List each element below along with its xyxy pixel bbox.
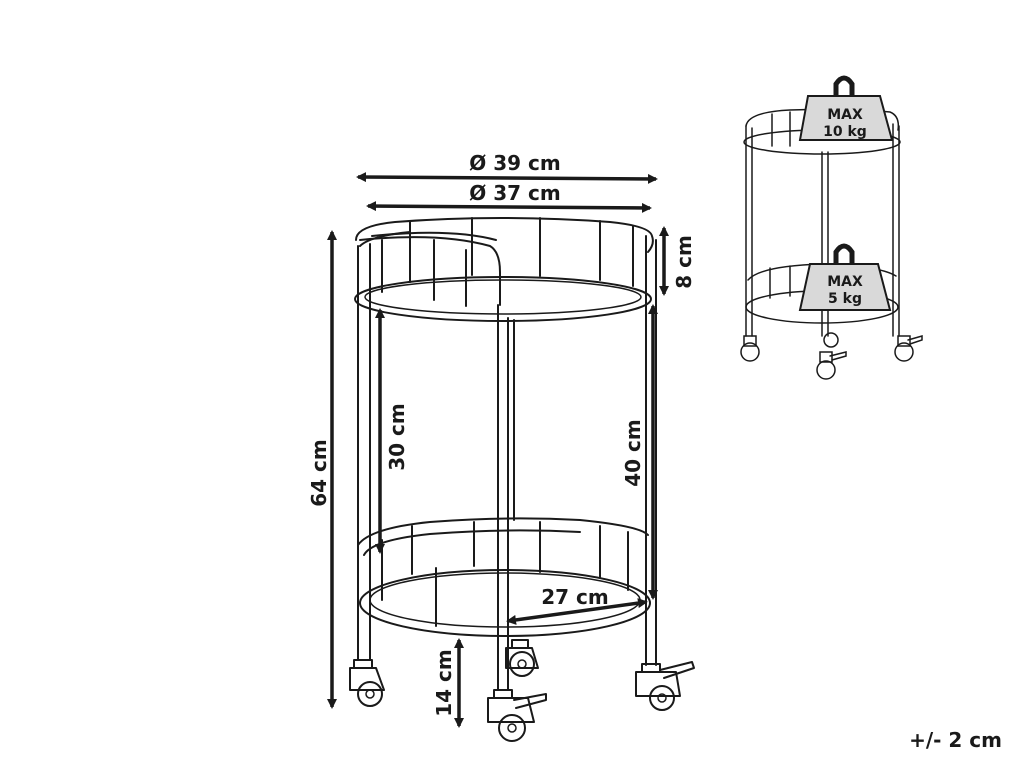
total-height-label: 64 cm [307, 439, 331, 507]
bottom-tray-radius-label: 27 cm [541, 585, 609, 609]
top-weight-line2: 10 kg [823, 124, 867, 140]
outer-diameter-label: Ø 39 cm [469, 151, 560, 175]
dimension-outer-diameter: Ø 39 cm [356, 151, 658, 184]
dimension-rail-height: 8 cm [659, 226, 696, 296]
load-capacity-drawing: MAX 10 kg MAX 5 kg [740, 75, 923, 380]
bottom-weight-line1: MAX [827, 274, 863, 290]
caster-back-middle [505, 639, 539, 677]
caster-front-left [349, 659, 385, 707]
dimension-total-height: 64 cm [307, 230, 337, 709]
top-weight-line1: MAX [827, 107, 863, 123]
rail-height-label: 8 cm [672, 235, 696, 289]
bottom-clearance-label: 14 cm [432, 649, 456, 717]
tolerance-note: +/- 2 cm [909, 728, 1002, 752]
top-tray-height-label: 40 cm [621, 419, 645, 487]
tray-diameter-label: Ø 37 cm [469, 181, 560, 205]
weight-icon-bottom: MAX 5 kg [798, 243, 892, 311]
dimension-bottom-clearance: 14 cm [432, 638, 464, 728]
tier-gap-label: 30 cm [385, 403, 409, 471]
dimension-tier-gap: 30 cm [375, 308, 409, 554]
dimension-bottom-tray-radius: 27 cm [506, 585, 648, 625]
weight-icon-top: MAX 10 kg [798, 75, 894, 141]
caster-front-right [635, 661, 695, 711]
dimension-tray-diameter: Ø 37 cm [366, 181, 652, 213]
caster-front-middle [487, 689, 547, 742]
dimension-top-tray-height: 40 cm [621, 304, 658, 600]
bottom-weight-line2: 5 kg [828, 291, 862, 307]
